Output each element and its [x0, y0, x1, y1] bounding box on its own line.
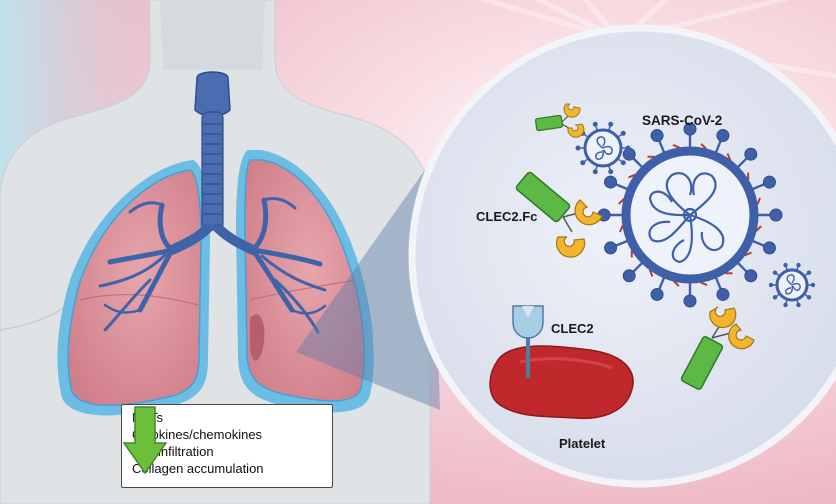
spike-head	[762, 175, 776, 189]
outcome-box: NETs Cytokines/chemokines Cell infiltrat…	[121, 404, 333, 488]
platelet	[489, 345, 634, 420]
spike-head	[772, 270, 778, 275]
spike-head	[608, 121, 614, 127]
spike-head	[796, 262, 801, 268]
spike-head	[604, 175, 618, 189]
spike-head	[772, 295, 778, 300]
spike-head	[625, 145, 631, 151]
membrane-protein	[700, 143, 707, 150]
spike-head	[650, 287, 664, 301]
bronchial-tree	[98, 196, 327, 334]
spike-head	[783, 262, 788, 268]
outcome-item: Collagen accumulation	[132, 461, 264, 476]
spike-head	[683, 122, 697, 136]
trachea	[201, 111, 224, 231]
spike-head	[806, 270, 812, 275]
clec2-fc-molecule	[515, 171, 603, 258]
clec2-fc-molecule	[534, 103, 585, 138]
zoom-circle	[408, 24, 836, 488]
membrane-protein	[648, 269, 654, 277]
trachea-rings	[203, 123, 222, 215]
outcome-item: Cytokines/chemokines	[132, 427, 263, 442]
membrane-protein	[619, 224, 624, 233]
spike-head	[744, 269, 758, 283]
spike-head	[716, 287, 730, 301]
membrane-protein	[744, 251, 752, 257]
membrane-protein	[755, 225, 762, 232]
spike-head	[575, 145, 581, 151]
spike-head	[806, 295, 812, 300]
spike-head	[796, 302, 801, 308]
spike-head	[620, 130, 626, 136]
clec2-receptor	[512, 305, 544, 378]
spike-head	[650, 129, 664, 143]
right-lung	[67, 169, 202, 406]
membrane-protein	[672, 144, 681, 149]
platelet-label: Platelet	[559, 436, 606, 451]
spike-head	[716, 129, 730, 143]
spike-head	[744, 147, 758, 161]
lungs	[57, 150, 374, 416]
zoom-cone	[296, 160, 440, 410]
membrane-protein	[628, 173, 636, 179]
spike-head	[592, 169, 598, 175]
spike-head	[783, 302, 788, 308]
spike-head	[810, 282, 816, 288]
sars-cov-2-virion-small	[768, 262, 816, 308]
membrane-protein	[756, 197, 761, 206]
clec2-label: CLEC2	[551, 321, 594, 336]
zoom-content	[489, 103, 816, 420]
membrane-protein	[699, 281, 708, 286]
spike-head	[762, 241, 776, 255]
spike-head	[580, 160, 586, 166]
larynx	[194, 71, 231, 117]
clec2-fc-molecule	[680, 306, 755, 390]
lung-fissure	[249, 279, 356, 301]
neck-shading	[160, 0, 265, 70]
membrane-protein	[726, 153, 732, 161]
spike-head	[592, 121, 598, 127]
sars-cov-2-virion-large	[597, 122, 783, 308]
sars-cov-2-label: SARS-CoV-2	[642, 113, 722, 128]
spike-head	[768, 282, 774, 288]
spike-head	[683, 294, 697, 308]
viral-rna	[648, 172, 725, 264]
spike-head	[622, 269, 636, 283]
membrane-protein	[673, 280, 680, 287]
left-lung	[244, 159, 365, 402]
spike-head	[608, 169, 614, 175]
spike-head	[769, 208, 783, 222]
heart-notch	[250, 314, 265, 361]
spike-head	[604, 241, 618, 255]
green-down-arrow-icon	[122, 406, 168, 475]
airway	[98, 71, 327, 334]
spike-head	[620, 160, 626, 166]
clec2-fc-label: CLEC2.Fc	[476, 209, 537, 224]
membrane-protein	[618, 198, 625, 205]
lung-fissure	[79, 293, 199, 306]
